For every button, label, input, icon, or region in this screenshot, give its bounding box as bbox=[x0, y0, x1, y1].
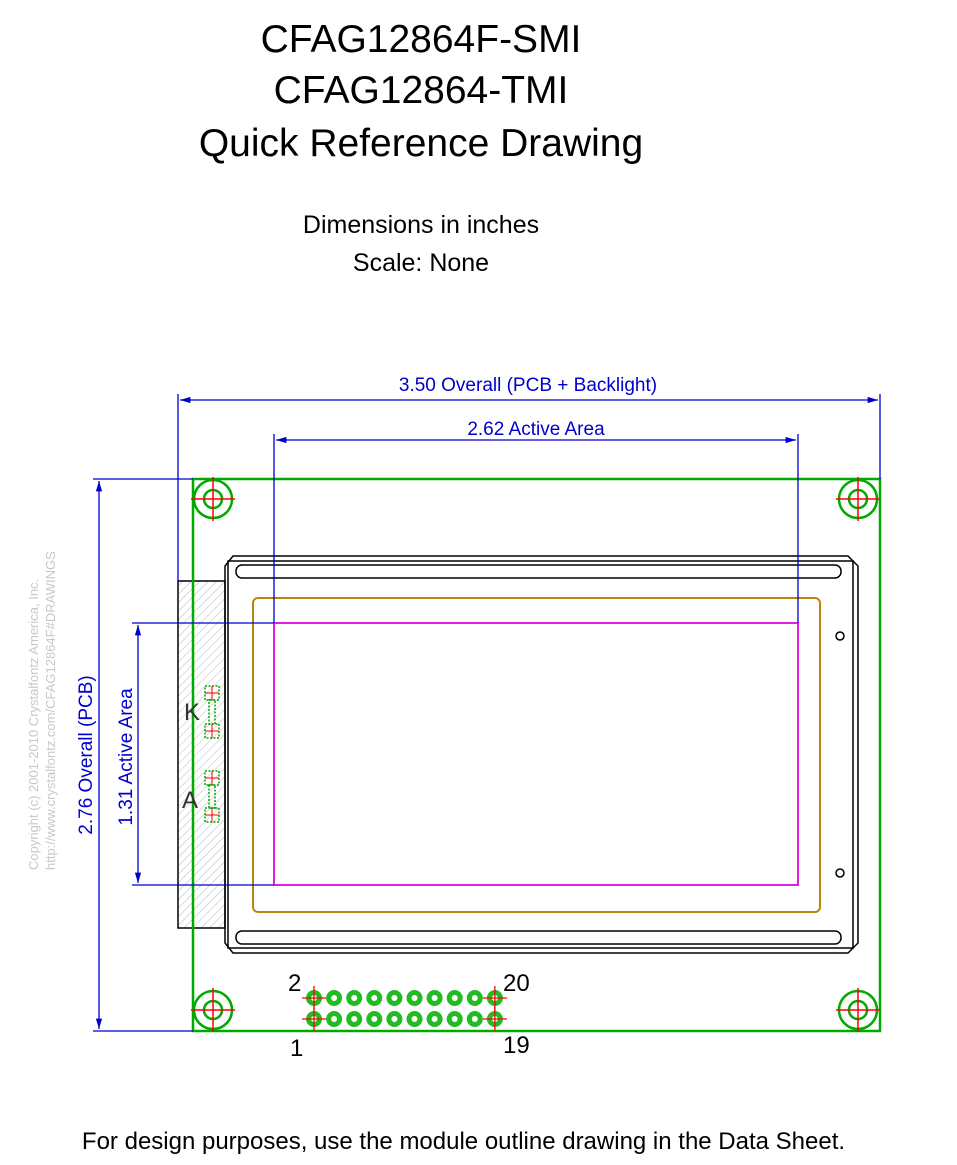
cathode-label: K bbox=[184, 699, 200, 726]
title-line-2: CFAG12864-TMI bbox=[273, 69, 569, 112]
connector-pin-hole bbox=[451, 995, 458, 1001]
scale-note: Scale: None bbox=[352, 249, 490, 277]
connector-pin-hole bbox=[331, 995, 338, 1001]
connector-pin-hole bbox=[371, 995, 378, 1001]
overall-height-dimension bbox=[93, 478, 193, 1032]
pin-label-1: 1 bbox=[290, 1035, 303, 1062]
connector-pin-hole bbox=[431, 995, 438, 1001]
connector-pin-hole bbox=[391, 1016, 398, 1022]
active-width-label: 2.62 Active Area bbox=[467, 419, 605, 440]
title-line-1: CFAG12864F-SMI bbox=[260, 18, 582, 61]
mounting-hole-top-right bbox=[836, 477, 880, 521]
connector-pin-hole bbox=[451, 1016, 458, 1022]
lcd-bezel bbox=[224, 555, 859, 954]
dimensions-note: Dimensions in inches bbox=[302, 211, 540, 239]
overall-width-label: 3.50 Overall (PCB + Backlight) bbox=[399, 375, 657, 396]
connector-pin-hole bbox=[391, 995, 398, 1001]
connector-pin-hole bbox=[351, 995, 358, 1001]
connector-pin-hole bbox=[411, 1016, 418, 1022]
mounting-holes bbox=[191, 477, 880, 1032]
viewing-area bbox=[252, 597, 821, 913]
pcb-outline bbox=[191, 477, 882, 1033]
title-line-3: Quick Reference Drawing bbox=[198, 122, 644, 165]
active-area bbox=[273, 622, 799, 886]
footer-note: For design purposes, use the module outl… bbox=[81, 1128, 846, 1155]
overall-width-dimension bbox=[177, 394, 881, 581]
bezel-hole-bottom bbox=[835, 868, 845, 878]
connector-pin-hole bbox=[351, 1016, 358, 1022]
mounting-hole-bottom-right bbox=[836, 988, 880, 1032]
anode-label: A bbox=[182, 787, 198, 814]
connector-pins bbox=[302, 986, 507, 1031]
active-height-label: 1.31 Active Area bbox=[116, 688, 137, 826]
connector-pin-hole bbox=[371, 1016, 378, 1022]
backlight-pad-crosshairs bbox=[205, 686, 219, 822]
connector-pin-hole bbox=[411, 995, 418, 1001]
connector-pin-hole bbox=[331, 1016, 338, 1022]
pin-label-19: 19 bbox=[503, 1032, 530, 1059]
connector-pin-hole bbox=[431, 1016, 438, 1022]
overall-height-label: 2.76 Overall (PCB) bbox=[76, 675, 97, 834]
pin-label-2: 2 bbox=[288, 970, 301, 997]
active-height-dimension bbox=[132, 622, 274, 886]
backlight-tab bbox=[177, 580, 226, 929]
active-width-dimension bbox=[273, 434, 799, 623]
bezel-hole-top bbox=[835, 631, 845, 641]
connector-pin-hole bbox=[471, 1016, 478, 1022]
mounting-hole-top-left bbox=[191, 477, 235, 521]
mounting-hole-bottom-left bbox=[191, 988, 235, 1032]
connector-pin-hole bbox=[471, 995, 478, 1001]
pin-label-20: 20 bbox=[503, 970, 530, 997]
